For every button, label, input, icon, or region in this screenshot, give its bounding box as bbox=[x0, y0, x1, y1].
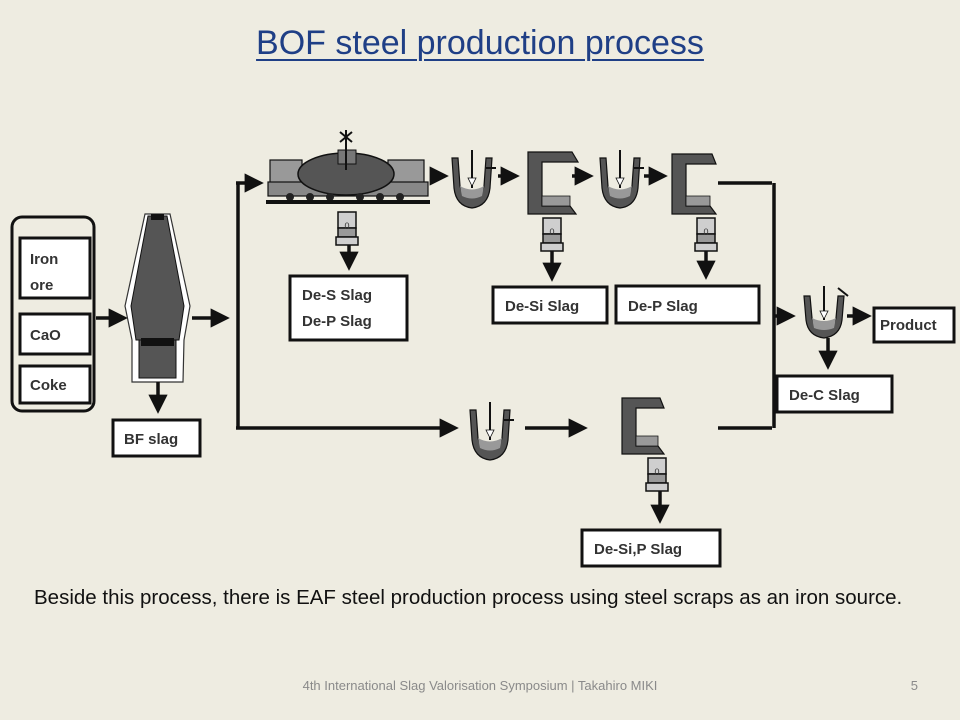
cao-box bbox=[18, 312, 92, 356]
converter-desi bbox=[451, 150, 496, 209]
converter-dec bbox=[803, 286, 849, 339]
iron-ore-label-2: ore bbox=[30, 277, 53, 294]
ladle-lower bbox=[621, 397, 666, 455]
coke-box bbox=[18, 364, 92, 405]
converter-lower bbox=[469, 402, 514, 461]
lower-ladle-mark: 0 bbox=[654, 467, 659, 477]
dep-slag-label: De-P Slag bbox=[628, 298, 698, 315]
desip-slag-box bbox=[580, 528, 722, 568]
cao-label: CaO bbox=[30, 327, 61, 344]
page-number: 5 bbox=[910, 678, 918, 693]
desp-slag-box bbox=[288, 274, 409, 342]
ladle-desi bbox=[527, 151, 580, 215]
coke-label: Coke bbox=[30, 377, 67, 394]
converter-dep bbox=[599, 150, 644, 209]
dep-slag-box bbox=[614, 284, 761, 325]
caption-text: Beside this process, there is EAF steel … bbox=[34, 586, 903, 609]
torpedo-ladle-mark: 0 bbox=[344, 221, 349, 231]
dec-slag-label: De-C Slag bbox=[789, 387, 860, 404]
bf-slag-box bbox=[111, 418, 202, 458]
product-label: Product bbox=[880, 317, 937, 334]
iron-ore-label-1: Iron bbox=[30, 251, 58, 268]
desip-slag-label: De-Si,P Slag bbox=[594, 541, 682, 558]
page-title: BOF steel production process bbox=[256, 24, 704, 62]
des-slag-label: De-S Slag bbox=[302, 287, 372, 304]
desi-slag-label: De-Si Slag bbox=[505, 298, 579, 315]
iron-ore-box bbox=[18, 236, 92, 300]
footer-text: 4th International Slag Valorisation Symp… bbox=[302, 678, 658, 693]
bf-slag-label: BF slag bbox=[124, 431, 178, 448]
product-box bbox=[872, 306, 956, 344]
ladle-dep bbox=[671, 153, 718, 215]
dep-slag-label-1: De-P Slag bbox=[302, 313, 372, 330]
blast-furnace bbox=[124, 213, 191, 383]
dec-slag-box bbox=[775, 374, 894, 414]
ladle-1-mark: 0 bbox=[549, 227, 554, 237]
ladle-2-mark: 0 bbox=[703, 227, 708, 237]
torpedo-car bbox=[266, 130, 430, 204]
desi-slag-box bbox=[491, 285, 609, 325]
